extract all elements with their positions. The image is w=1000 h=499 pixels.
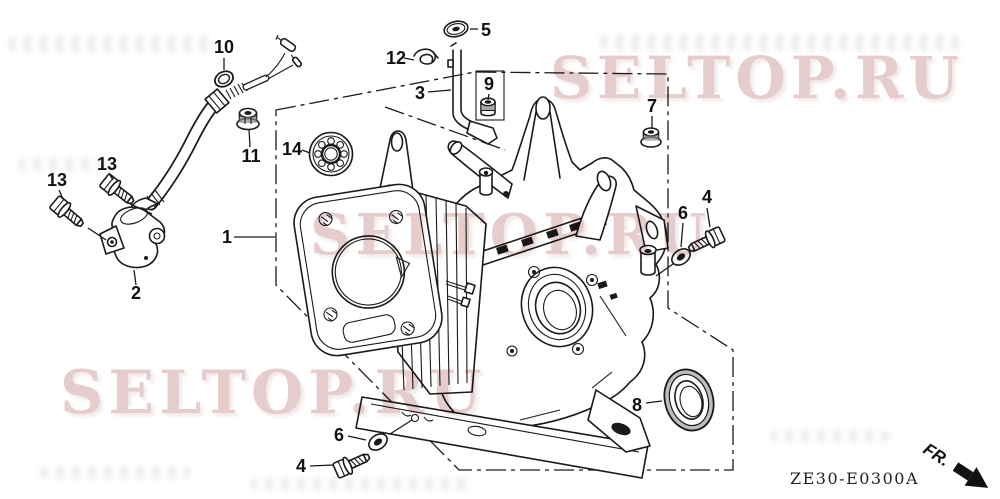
part-12-clip bbox=[413, 48, 439, 65]
part-13-bolt-lower bbox=[49, 195, 85, 228]
deck-dowel-pin bbox=[478, 167, 494, 196]
wire-terminal-sleeve bbox=[275, 34, 297, 53]
callout-4-bottom: 4 bbox=[296, 456, 306, 476]
callout-13-upper: 13 bbox=[97, 154, 117, 174]
hose-spring-guard bbox=[225, 82, 248, 100]
part-10-o-ring bbox=[214, 70, 234, 88]
part-14-ball-bearing bbox=[308, 131, 354, 177]
cylinder-gasket bbox=[293, 183, 443, 357]
callout-5: 5 bbox=[481, 20, 491, 40]
callout-6-bottom: 6 bbox=[334, 425, 344, 445]
tube-rubber-elbow bbox=[466, 120, 498, 145]
callout-3: 3 bbox=[415, 83, 425, 103]
front-direction-indicator: FR. bbox=[920, 439, 989, 488]
part-2-oil-alert-assembly bbox=[99, 34, 303, 269]
side-cover-studs bbox=[445, 280, 476, 308]
crankcase-base-flange bbox=[355, 389, 651, 479]
callout-8: 8 bbox=[632, 395, 642, 415]
crankshaft-bearing-boss bbox=[506, 265, 599, 357]
part-9-collar bbox=[480, 97, 496, 117]
part-8-oil-seal bbox=[663, 368, 715, 432]
ghost-text-smudge bbox=[40, 466, 190, 479]
ghost-text-smudge bbox=[770, 430, 890, 442]
part-4-bolt-bottom bbox=[332, 453, 371, 479]
part-1-cylinder-barrel bbox=[293, 96, 669, 479]
callout-labels: 1 2 3 4 4 5 6 6 7 8 9 10 11 12 13 13 14 bbox=[47, 20, 712, 476]
part-5-sealing-washer bbox=[443, 20, 469, 38]
part-9-collar-box bbox=[475, 70, 505, 121]
callout-13-lower: 13 bbox=[47, 170, 67, 190]
side-lug-and-boss bbox=[635, 205, 669, 276]
callout-11: 11 bbox=[241, 146, 260, 166]
wire-terminal-bullet bbox=[290, 54, 303, 68]
part-3-dipstick-tube bbox=[447, 42, 498, 145]
callout-4-right: 4 bbox=[702, 187, 712, 207]
callout-14: 14 bbox=[282, 139, 302, 159]
callout-1: 1 bbox=[222, 227, 232, 247]
fr-label: FR. bbox=[920, 439, 953, 470]
ghost-text-smudge bbox=[250, 478, 470, 490]
ghost-text-smudge bbox=[8, 36, 213, 52]
part-11-flange-nut bbox=[236, 107, 260, 131]
part-4-bolt-right bbox=[687, 226, 726, 252]
callout-10: 10 bbox=[214, 37, 234, 57]
oil-alert-switch-body bbox=[99, 197, 166, 269]
part-6-washer-right bbox=[671, 248, 691, 266]
part-13-bolt-upper bbox=[99, 173, 135, 205]
callout-7: 7 bbox=[647, 96, 657, 116]
ghost-text-smudge bbox=[600, 34, 960, 51]
callout-12: 12 bbox=[386, 48, 406, 68]
callout-6-right: 6 bbox=[678, 203, 688, 223]
leader-lines bbox=[58, 28, 711, 467]
ghost-text-smudge bbox=[18, 158, 113, 171]
fr-direction-arrow-icon bbox=[952, 462, 989, 488]
callout-9: 9 bbox=[484, 74, 494, 94]
gasket-bolt-holes bbox=[318, 209, 415, 336]
part-7-flange-nut bbox=[640, 127, 662, 148]
callout-2: 2 bbox=[131, 283, 141, 303]
diagram-part-code: ZE30-E0300A bbox=[790, 469, 919, 488]
part-6-washer-bottom bbox=[368, 433, 388, 451]
